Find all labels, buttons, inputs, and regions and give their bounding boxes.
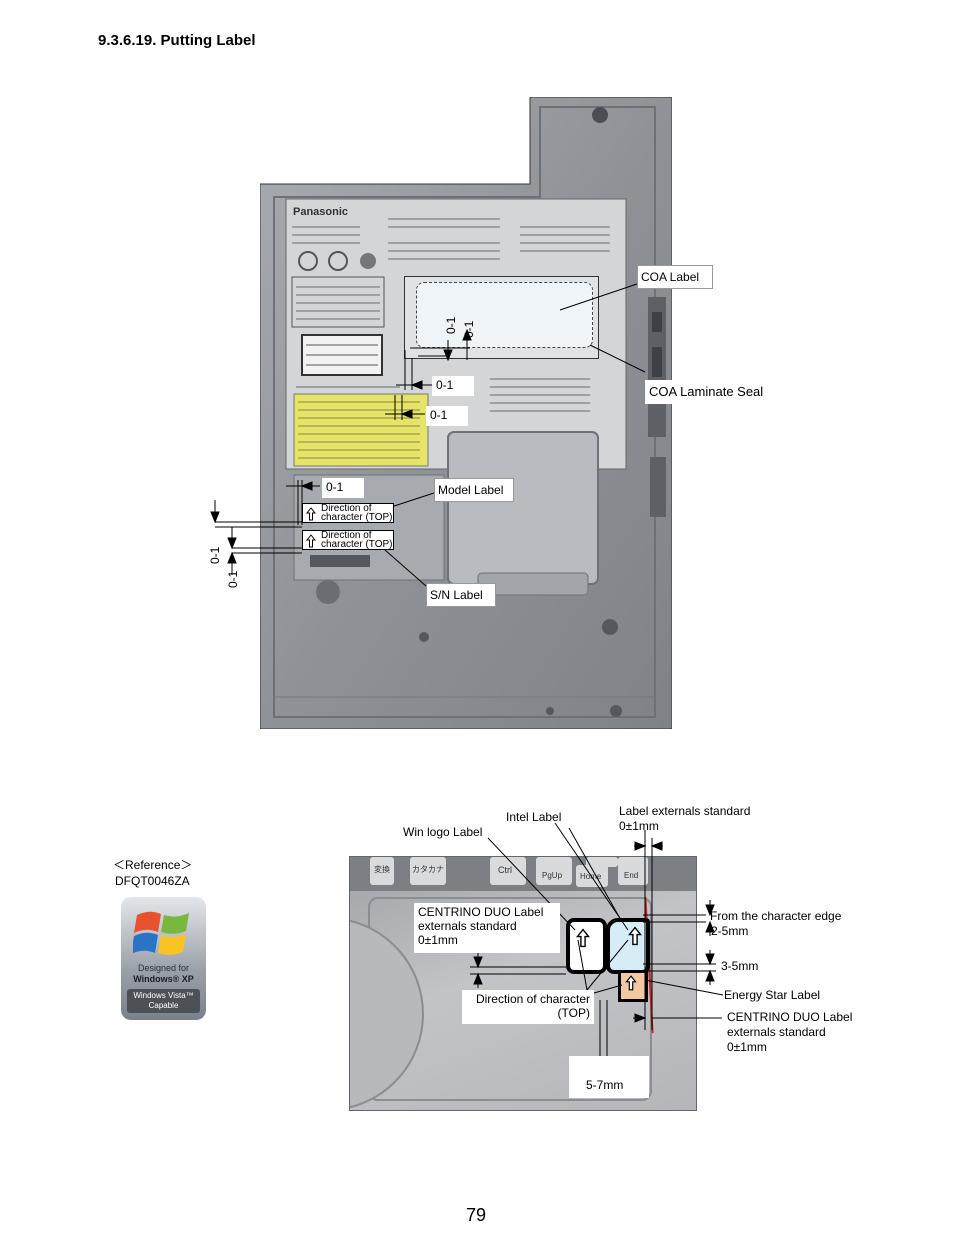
reference-part-number: DFQT0046ZA xyxy=(115,874,190,888)
centrino-line2: externals standard xyxy=(418,919,517,933)
arrow-up-icon xyxy=(306,507,316,521)
from-character-edge: From the character edge xyxy=(710,909,842,923)
direction-line1: Direction of character xyxy=(475,992,590,1006)
arrow-up-icon xyxy=(625,975,637,991)
key-label-pgup: PgUp xyxy=(542,871,563,880)
dim-3-5mm: 3-5mm xyxy=(721,959,759,973)
dim-2-5mm: 2-5mm xyxy=(711,924,749,938)
centrino-right-line1: CENTRINO DUO Label xyxy=(727,1010,853,1024)
key-label-end: End xyxy=(624,871,639,880)
centrino-right-line2: externals standard xyxy=(727,1025,826,1039)
page-number: 79 xyxy=(466,1205,487,1225)
windows-logo-sticker: Designed for Windows® XP Windows Vista™ … xyxy=(121,897,206,1020)
windows-flag-icon xyxy=(133,911,189,955)
dim-0-1-d: 0-1 xyxy=(462,320,476,338)
arrow-up-icon xyxy=(628,926,642,946)
logo-line4: Capable xyxy=(148,1001,179,1010)
key-label-home: Home xyxy=(580,872,602,881)
coa-laminate-seal-callout: COA Laminate Seal xyxy=(645,380,783,404)
dim-0-1-c: 0-1 xyxy=(444,316,458,334)
centrino-line1: CENTRINO DUO Label xyxy=(418,905,544,919)
dim-0-1-e: 0-1 xyxy=(322,478,364,498)
model-direction-line2: character (TOP) xyxy=(321,512,393,523)
model-label-callout: Model Label xyxy=(434,478,514,502)
win-logo-label-callout: Win logo Label xyxy=(403,825,483,839)
centrino-right-tolerance: 0±1mm xyxy=(727,1040,767,1054)
key-label-katakana: カタカナ xyxy=(412,865,444,874)
logo-line2: Windows® XP xyxy=(133,974,194,984)
dim-0-1-g: 0-1 xyxy=(226,570,240,588)
model-label-sticker: Direction of character (TOP) xyxy=(302,503,394,523)
reference-title: ＜Reference＞ xyxy=(113,858,193,872)
arrow-up-icon xyxy=(306,534,316,548)
key-henkan xyxy=(370,857,394,885)
key-pgdn xyxy=(586,857,618,867)
dim-5-7mm-box: 5-7mm xyxy=(569,1056,649,1098)
logo-line3: Windows Vista™ xyxy=(133,991,194,1000)
sn-direction-line2: character (TOP) xyxy=(321,539,393,550)
centrino-standard-callout: CENTRINO DUO Label externals standard 0±… xyxy=(414,903,560,953)
label-externals-standard: Label externals standard xyxy=(619,804,751,818)
sn-label-sticker: Direction of character (TOP) xyxy=(302,530,394,550)
sn-label-callout: S/N Label xyxy=(426,583,496,607)
logo-vista-band xyxy=(127,989,200,1013)
dim-0-1-a: 0-1 xyxy=(432,376,474,396)
model-direction-line1: Direction of xyxy=(321,503,372,514)
dim-0-1-f: 0-1 xyxy=(208,546,222,564)
coa-label-callout: COA Label xyxy=(637,265,713,289)
direction-line2: (TOP) xyxy=(557,1006,590,1020)
direction-callout: Direction of character (TOP) xyxy=(462,990,594,1024)
key-label-henkan: 変換 xyxy=(374,865,390,874)
label-externals-tolerance: 0±1mm xyxy=(619,819,659,833)
logo-line1: Designed for xyxy=(137,963,190,973)
key-katakana xyxy=(410,857,446,885)
page-heading: 9.3.6.19. Putting Label xyxy=(98,32,256,49)
coa-label-area xyxy=(416,282,593,348)
device-brand: Panasonic xyxy=(293,206,349,218)
sn-direction-line1: Direction of xyxy=(321,530,372,541)
key-label-ctrl: Ctrl xyxy=(498,865,512,875)
centrino-tolerance: 0±1mm xyxy=(418,933,458,947)
arrow-up-icon xyxy=(576,928,590,948)
dim-5-7mm: 5-7mm xyxy=(586,1078,624,1092)
energy-star-label-callout: Energy Star Label xyxy=(724,988,821,1002)
intel-label-callout: Intel Label xyxy=(506,810,562,824)
dim-0-1-b: 0-1 xyxy=(426,406,468,426)
